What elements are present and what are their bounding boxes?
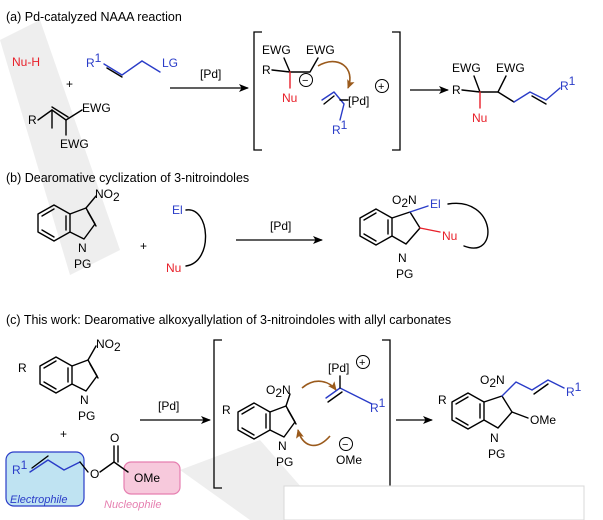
- el-label-bp: El: [430, 197, 441, 211]
- ewg-label-p1: EWG: [452, 61, 481, 75]
- r1-label-pc: R1: [566, 380, 582, 399]
- o-label-ester: O: [90, 467, 99, 481]
- svg-text:−: −: [342, 439, 348, 451]
- ewg-label-p2: EWG: [496, 61, 525, 75]
- product-b: O2N El Nu N PG: [359, 193, 489, 281]
- bracket-right-a: [392, 31, 401, 151]
- plus-sign-b: +: [140, 239, 147, 253]
- o2n-label-b: O2N: [392, 193, 417, 210]
- minus-charge: [299, 73, 313, 87]
- pg-label-int-c: PG: [276, 455, 293, 469]
- r-label-pc: R: [438, 393, 447, 407]
- ome-label-pc: OMe: [530, 413, 556, 427]
- electrophile-label: Electrophile: [10, 494, 67, 506]
- svg-text:+: +: [378, 81, 384, 93]
- n-label-pc: N: [490, 431, 499, 445]
- nu-h-label: Nu-H: [12, 55, 40, 69]
- nu-label-b: Nu: [166, 261, 181, 275]
- r-label-p: R: [452, 83, 461, 97]
- curly-arrow-a: [317, 60, 355, 89]
- plus-sign-c: +: [60, 427, 67, 441]
- caption-box: [283, 485, 585, 520]
- r1-label-p: R1: [560, 74, 576, 93]
- curly-arrow-c2: [296, 429, 331, 447]
- lg-label: LG: [162, 56, 178, 70]
- plus-charge-a: [375, 79, 389, 93]
- ewg-label-a2: EWG: [60, 137, 89, 151]
- nitroindole-b: NO2 N PG: [37, 187, 120, 271]
- allyl-lg-reagent: R1 LG: [86, 51, 178, 78]
- r1-label-int: R1: [332, 118, 348, 137]
- electrophile-box: [5, 451, 85, 507]
- pg-label-bp: PG: [396, 267, 413, 281]
- pg-label-c: PG: [78, 409, 95, 423]
- ome-label-c: OMe: [134, 471, 160, 485]
- plus-charge-c: [356, 355, 370, 369]
- pd-catalyst-c: [Pd]: [158, 399, 179, 413]
- allyl-carbonate: R1 O O OMe Electrophile Nucleophile: [5, 431, 181, 511]
- o-label-carbonyl: O: [110, 431, 119, 445]
- minus-charge-c: [339, 437, 353, 451]
- pg-label-pc: PG: [488, 447, 505, 461]
- pd-catalyst-b: [Pd]: [270, 219, 291, 233]
- nu-label-p: Nu: [472, 111, 487, 125]
- section-c-title: (c) This work: Dearomative alkoxyallylat…: [6, 313, 451, 327]
- r-label-int: R: [262, 63, 271, 77]
- bracket-left-a: [253, 31, 262, 151]
- n-label-b: N: [78, 241, 87, 255]
- ome-label-int: OMe: [336, 453, 362, 467]
- no2-label-c: NO2: [96, 337, 121, 354]
- pg-label-b: PG: [74, 257, 91, 271]
- section-a-title: (a) Pd-catalyzed NAAA reaction: [6, 10, 182, 24]
- nu-label-bp: Nu: [442, 229, 457, 243]
- svg-text:−: −: [302, 75, 308, 87]
- nucleophile-label: Nucleophile: [104, 499, 161, 511]
- intermediate-c: R O2N N PG [Pd] + R1 − OMe: [222, 355, 386, 469]
- ewg-alkene: R EWG EWG: [28, 101, 111, 151]
- ewg-label-int2: EWG: [306, 43, 335, 57]
- nitroindole-c: R NO2 N PG: [18, 337, 121, 423]
- o2n-label-int: O2N: [266, 383, 291, 400]
- plus-sign-a1: +: [66, 77, 73, 91]
- r-label-a: R: [28, 113, 37, 127]
- curly-arrow-c1: [301, 380, 337, 391]
- r1-label-int-c: R1: [370, 396, 386, 415]
- r1-label-a: R1: [86, 51, 102, 70]
- pd-complex-a: [Pd]: [348, 94, 369, 108]
- svg-text:+: +: [359, 357, 365, 369]
- ewg-label-a1: EWG: [82, 101, 111, 115]
- bracket-left-c: [213, 339, 222, 489]
- nucleophile-box: [123, 461, 181, 495]
- pd-complex-c: [Pd]: [328, 361, 349, 375]
- o2n-label-pc: O2N: [480, 373, 505, 390]
- product-a: EWG EWG R Nu R1: [452, 61, 576, 125]
- n-label-int-c: N: [278, 439, 287, 453]
- pd-catalyst-a: [Pd]: [200, 67, 221, 81]
- r-label-int-c: R: [222, 403, 231, 417]
- nu-label-int: Nu: [282, 91, 297, 105]
- n-label-c: N: [80, 393, 89, 407]
- r1-label-c: R1: [12, 458, 28, 477]
- r-label-c: R: [18, 361, 27, 375]
- no2-label-b: NO2: [95, 187, 120, 204]
- product-c: R O2N R1 OMe N PG: [438, 373, 582, 461]
- bracket-right-c: [382, 339, 391, 489]
- intermediate-a: EWG EWG R Nu − [Pd] R1 +: [262, 43, 389, 137]
- ewg-label-int1: EWG: [262, 43, 291, 57]
- section-b-title: (b) Dearomative cyclization of 3-nitroin…: [6, 171, 249, 185]
- el-nu-reagent: El Nu: [166, 203, 207, 275]
- el-label-b: El: [172, 203, 183, 217]
- n-label-bp: N: [398, 251, 407, 265]
